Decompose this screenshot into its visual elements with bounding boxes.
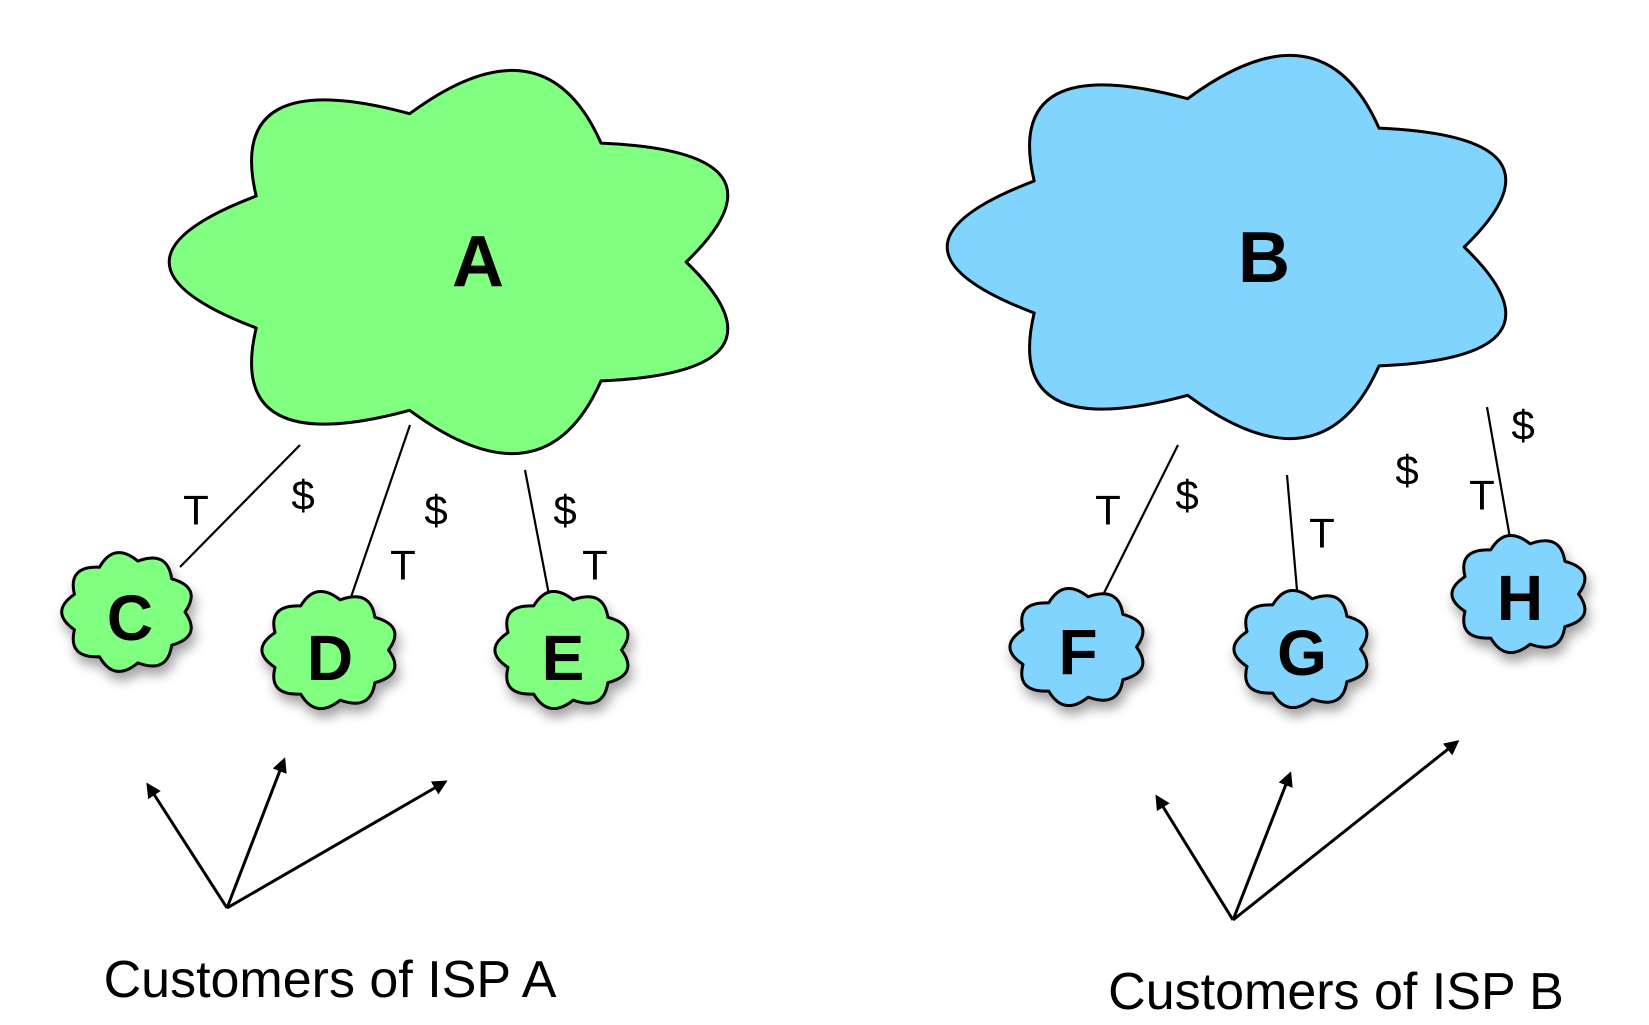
link-a-e xyxy=(523,469,552,601)
isp-a-link-labels: T $ T $ T $ xyxy=(183,472,608,589)
label-a-e-payment: $ xyxy=(553,487,576,534)
link-b-h xyxy=(1485,406,1512,539)
cloud-customer-e: E xyxy=(495,591,628,708)
label-a-c-payment: $ xyxy=(291,472,314,519)
link-a-d xyxy=(348,424,412,601)
label-a-c-transit: T xyxy=(183,487,209,534)
cloud-customer-f: F xyxy=(1010,588,1143,705)
label-a-d-transit: T xyxy=(390,542,416,589)
cloud-e-shape xyxy=(495,591,628,708)
arrow-to-d xyxy=(225,757,287,909)
cloud-a-shape xyxy=(169,70,728,453)
cloud-customer-d: D xyxy=(262,591,395,708)
label-a-e-transit: T xyxy=(582,542,608,589)
cloud-h-label: H xyxy=(1497,562,1543,634)
cloud-customer-g: G xyxy=(1234,590,1367,707)
isp-b-customer-arrows xyxy=(1155,740,1460,922)
label-b-g-transit: T xyxy=(1309,510,1335,557)
cloud-h-shape xyxy=(1452,535,1585,652)
isp-b-links xyxy=(1102,406,1512,596)
label-b-f-payment: $ xyxy=(1175,472,1198,519)
cloud-e-label: E xyxy=(542,622,585,694)
cloud-d-shape xyxy=(262,591,395,708)
label-b-h-payment: $ xyxy=(1511,402,1534,449)
cloud-c-shape xyxy=(62,553,192,672)
arrow-to-e xyxy=(226,780,448,910)
label-b-g-payment: $ xyxy=(1395,447,1418,494)
cloud-isp-b: B xyxy=(947,55,1506,438)
cloud-customer-h: H xyxy=(1452,535,1585,652)
cloud-b-label: B xyxy=(1238,218,1290,298)
cloud-customer-c: C xyxy=(62,553,192,672)
caption-customers-isp-a: Customers of ISP A xyxy=(104,951,557,1009)
arrow-to-g xyxy=(1231,771,1293,921)
isp-a-links xyxy=(179,424,552,601)
label-a-d-payment: $ xyxy=(424,487,447,534)
cloud-d-label: D xyxy=(307,622,353,694)
cloud-g-shape xyxy=(1234,590,1367,707)
cloud-g-label: G xyxy=(1277,617,1327,689)
arrow-to-c xyxy=(146,782,229,909)
isp-b-link-labels: T $ T $ T $ xyxy=(1095,402,1535,557)
link-b-g xyxy=(1285,474,1299,591)
cloud-isp-a: A xyxy=(169,70,728,453)
cloud-f-label: F xyxy=(1058,616,1097,688)
isp-a-customer-arrows xyxy=(146,757,448,910)
arrow-to-f xyxy=(1155,794,1235,921)
caption-customers-isp-b: Customers of ISP B xyxy=(1108,963,1564,1021)
cloud-a-label: A xyxy=(452,222,504,302)
arrow-to-h xyxy=(1232,740,1460,922)
label-b-h-transit: T xyxy=(1469,472,1495,519)
cloud-f-shape xyxy=(1010,588,1143,705)
cloud-b-shape xyxy=(947,55,1506,438)
cloud-c-label: C xyxy=(107,582,153,654)
link-a-c xyxy=(179,444,301,568)
link-b-f xyxy=(1102,444,1179,596)
label-b-f-transit: T xyxy=(1095,487,1121,534)
